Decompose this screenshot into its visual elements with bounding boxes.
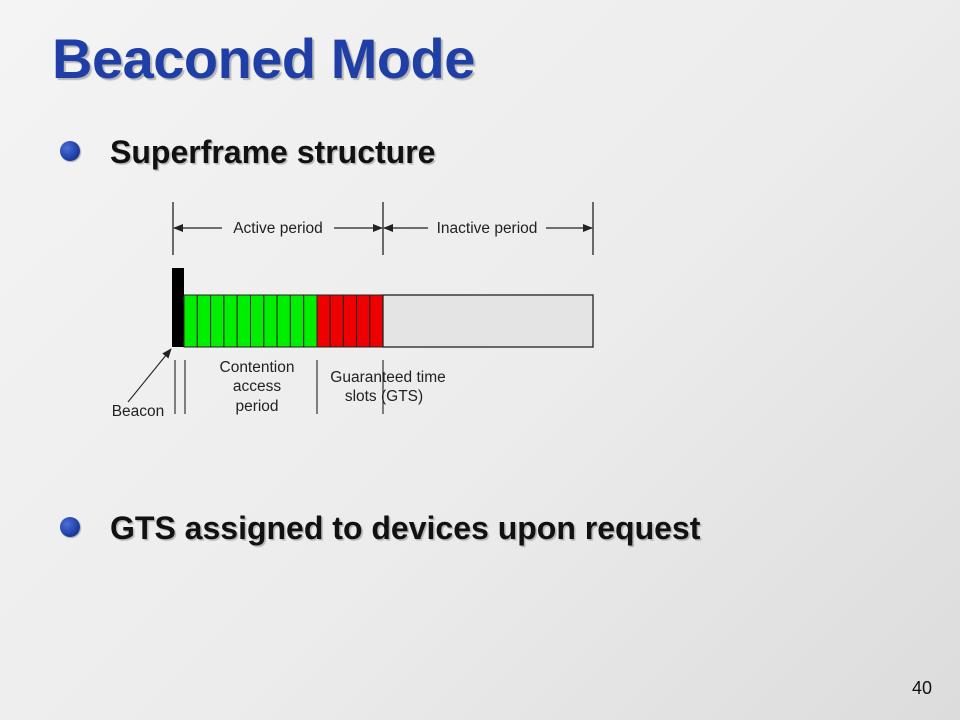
cap-slot <box>183 294 198 348</box>
cap-slot <box>223 294 238 348</box>
inactive-period-label: Inactive period <box>437 220 538 237</box>
cap-slot <box>289 294 305 348</box>
bullet-dot-icon <box>60 141 80 161</box>
gts-label-line2: slots (GTS) <box>345 388 423 405</box>
bullet-gts-assigned: GTS assigned to devices upon request <box>60 510 700 547</box>
bullet-text: GTS assigned to devices upon request <box>110 510 701 546</box>
slide-title: Beaconed Mode <box>52 27 475 90</box>
gts-label-line1: Guaranteed time <box>330 369 445 386</box>
inactive-region <box>382 294 594 348</box>
gts-slot <box>342 294 358 348</box>
gts-slot <box>356 294 371 348</box>
cap-slot <box>263 294 278 348</box>
cap-slot <box>276 294 291 348</box>
page-number: 40 <box>912 678 933 698</box>
bullet-text: Superframe structure <box>110 134 436 170</box>
cap-slots <box>183 294 318 348</box>
cap-label-line2: access <box>233 378 281 395</box>
gts-slots <box>316 294 384 348</box>
beacon-bar <box>172 268 184 347</box>
cap-label-line3: period <box>235 398 278 415</box>
bullet-superframe: Superframe structure <box>60 134 435 171</box>
gts-slot <box>316 294 331 348</box>
gts-slot <box>329 294 344 348</box>
cap-slot <box>236 294 251 348</box>
cap-slot <box>210 294 225 348</box>
beacon-label: Beacon <box>112 403 165 420</box>
cap-slot <box>303 294 318 348</box>
cap-label-line1: Contention <box>220 359 295 376</box>
beacon-pointer-arrow <box>127 348 172 403</box>
cap-slot <box>250 294 265 348</box>
bullet-dot-icon <box>60 517 80 537</box>
cap-slot <box>196 294 212 348</box>
active-period-label: Active period <box>233 220 323 237</box>
gts-slot <box>369 294 384 348</box>
